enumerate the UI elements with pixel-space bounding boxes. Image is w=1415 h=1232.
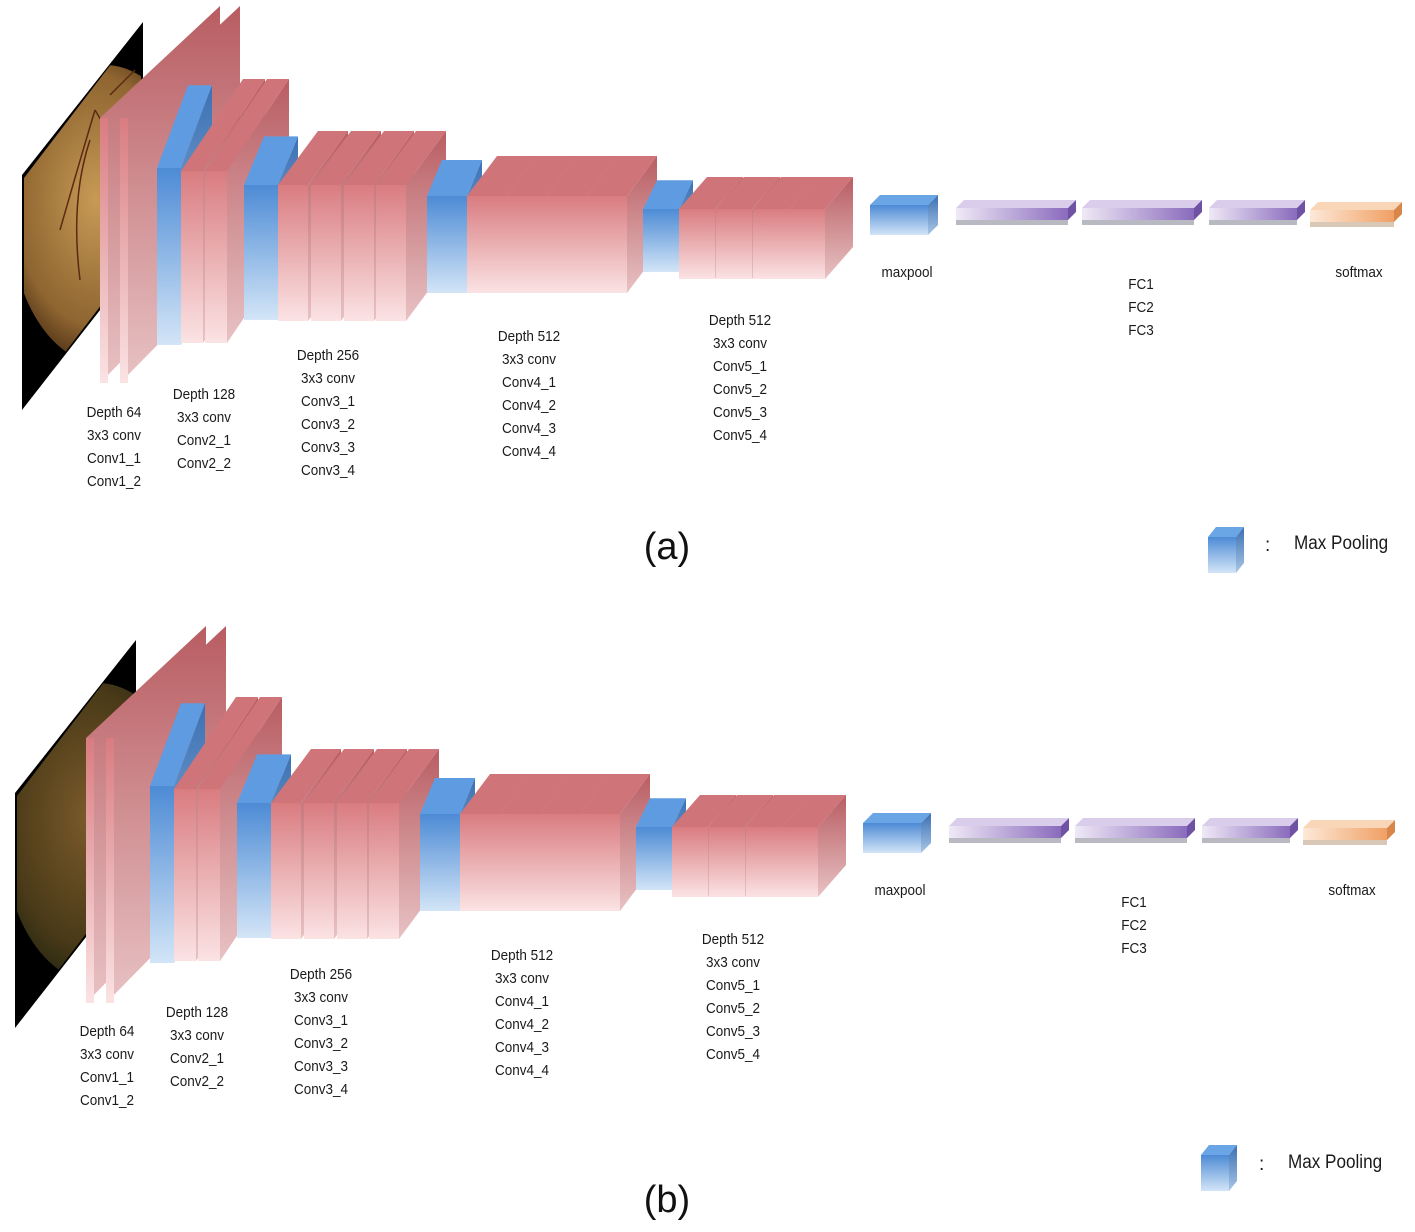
fc-layer-shadow — [956, 220, 1068, 225]
fc-layer-1 — [949, 818, 1069, 838]
final-maxpool-layer — [863, 813, 931, 853]
softmax-label: softmax — [1335, 264, 1383, 281]
fc-layer-3 — [1209, 200, 1305, 220]
legend-colon: : — [1259, 1154, 1265, 1175]
legend-label-max-pooling: Max Pooling — [1294, 533, 1389, 554]
conv-layer — [789, 177, 853, 279]
final-maxpool-layer — [870, 195, 938, 235]
softmax-layer — [1303, 820, 1395, 840]
softmax-layer — [1310, 202, 1402, 222]
fc-layer-3 — [1202, 818, 1298, 838]
fc-layer-shadow — [1202, 838, 1290, 843]
legend-maxpool-icon — [1201, 1145, 1237, 1191]
legend-maxpool-icon — [1208, 527, 1244, 573]
softmax-shadow — [1310, 222, 1394, 227]
fc-layer-2 — [1075, 818, 1195, 838]
conv-layer — [782, 795, 846, 897]
maxpool-label: maxpool — [874, 882, 926, 899]
fc-layer-1 — [956, 200, 1076, 220]
softmax-shadow — [1303, 840, 1387, 845]
network-diagram-a — [22, 6, 1402, 573]
fc-layer-shadow — [1082, 220, 1194, 225]
network-diagram-b — [15, 626, 1395, 1191]
panel-caption-a: (a) — [643, 526, 691, 568]
maxpool-label: maxpool — [881, 264, 933, 281]
legend-label-max-pooling: Max Pooling — [1288, 1152, 1383, 1173]
fc-layer-shadow — [1209, 220, 1297, 225]
legend-colon: : — [1265, 535, 1271, 556]
softmax-label: softmax — [1328, 882, 1376, 899]
panel-caption-b: (b) — [643, 1179, 691, 1221]
fc-layer-shadow — [1075, 838, 1187, 843]
fc-layer-shadow — [949, 838, 1061, 843]
fc-layer-2 — [1082, 200, 1202, 220]
